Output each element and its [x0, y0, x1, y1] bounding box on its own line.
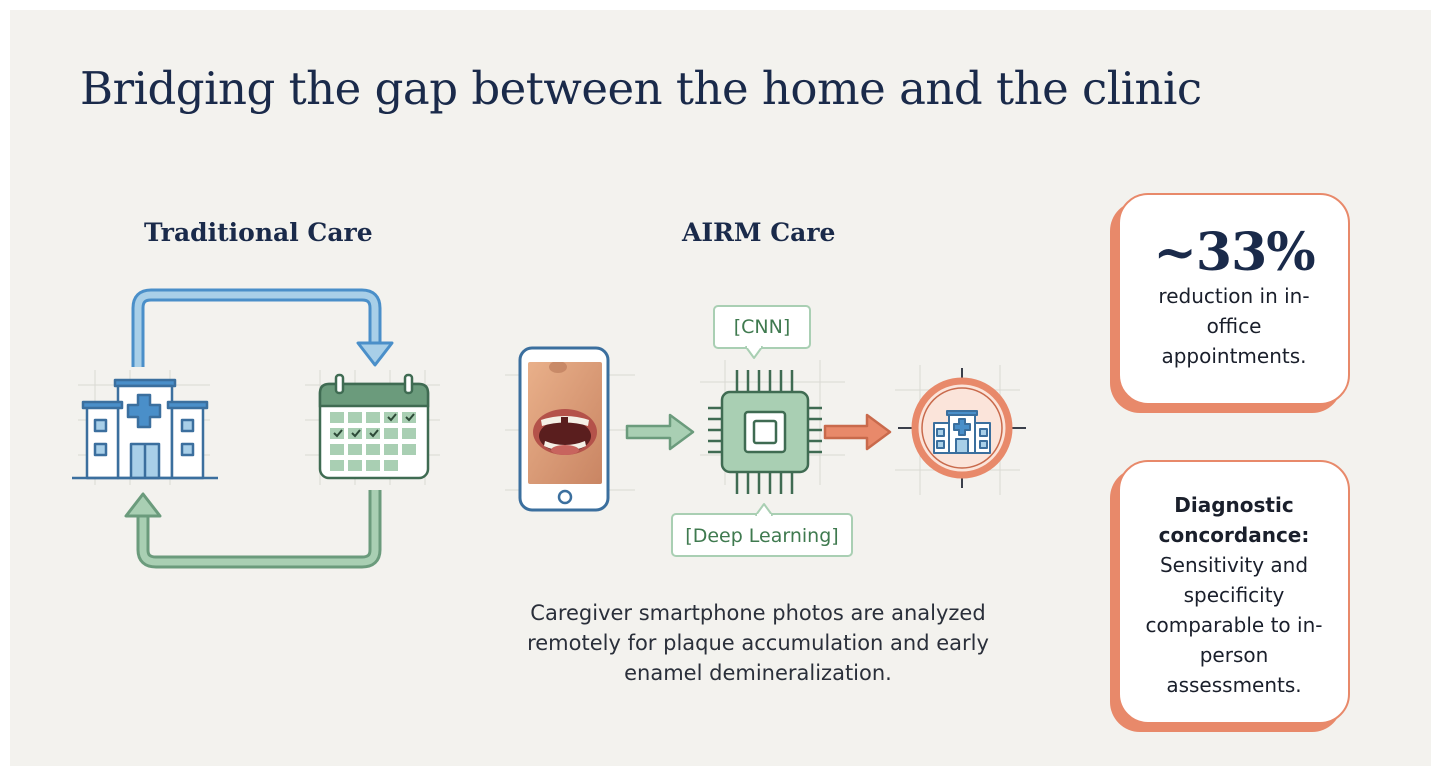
deep-learning-tag-label: [Deep Learning]: [685, 525, 838, 547]
calendar-icon: [318, 373, 430, 480]
stat-description: reduction in in-office appointments.: [1158, 284, 1310, 368]
top-cycle-arrow: [131, 288, 394, 367]
airm-care-title: AIRM Care: [682, 218, 836, 247]
page-title: Bridging the gap between the home and th…: [80, 62, 1202, 115]
traditional-care-title: Traditional Care: [144, 218, 373, 247]
cnn-tag: [CNN]: [713, 305, 811, 359]
slide: Bridging the gap between the home and th…: [10, 10, 1431, 766]
stat-card: ~33% reduction in in-office appointments…: [1118, 193, 1350, 405]
stat-value: ~33%: [1153, 222, 1315, 283]
diagnostic-heading: Diagnostic concordance:: [1158, 493, 1310, 547]
bottom-cycle-arrow: [124, 490, 382, 569]
diagram-canvas: [CNN] [Deep Learning]: [72, 288, 1026, 569]
child-smile-photo: [528, 362, 602, 484]
deep-learning-tag: [Deep Learning]: [671, 503, 853, 557]
diagnostic-card: Diagnostic concordance: Sensitivity and …: [1118, 460, 1350, 724]
diagnostic-description: Sensitivity and specificity comparable t…: [1145, 553, 1323, 697]
ai-chip-icon: [708, 370, 822, 494]
target-clinic-icon: [898, 368, 1026, 488]
arrow-chip-to-clinic: [823, 413, 892, 451]
hospital-icon: [72, 378, 218, 480]
airm-caption: Caregiver smartphone photos are analyzed…: [527, 601, 989, 685]
cnn-tag-label: [CNN]: [734, 316, 791, 338]
arrow-phone-to-chip: [625, 413, 695, 451]
